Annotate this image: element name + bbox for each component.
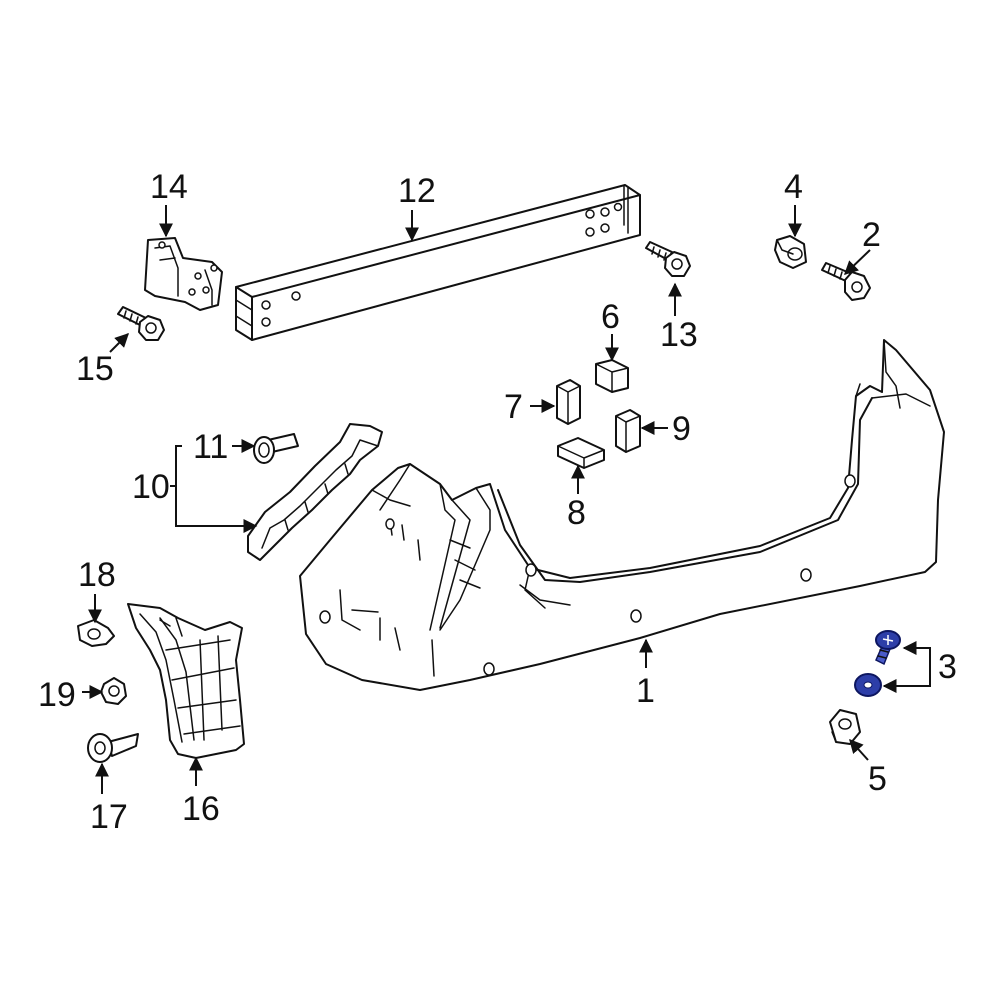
callout-1: 1: [636, 672, 655, 710]
callout-3: 3: [938, 648, 957, 686]
lower-reinforcement-16-part[interactable]: [127, 603, 245, 759]
bolt-15-part[interactable]: [117, 306, 165, 341]
callout-19: 19: [38, 676, 76, 714]
callout-2: 2: [862, 216, 881, 254]
clip-nut-5-part[interactable]: [829, 709, 861, 745]
pad-8-part[interactable]: [557, 437, 605, 469]
highlighted-screw-3-part[interactable]: [875, 630, 901, 666]
callout-labels: 1 2 3 4 5 6 7 8 9 10 11 12 13 14 15 16 1…: [38, 168, 957, 836]
screw-2-part[interactable]: [821, 262, 871, 301]
bumper-cover-part[interactable]: [299, 339, 945, 691]
push-pin-11-part[interactable]: [253, 433, 299, 464]
callout-6: 6: [601, 298, 620, 336]
side-retainer-10-part[interactable]: [247, 423, 383, 561]
callout-13: 13: [660, 316, 698, 354]
callout-12: 12: [398, 172, 436, 210]
pad-6-part[interactable]: [595, 359, 629, 393]
reinforcement-beam-part[interactable]: [235, 184, 641, 341]
callout-7: 7: [504, 388, 523, 426]
highlighted-washer-3-part[interactable]: [854, 673, 882, 697]
callout-8: 8: [567, 494, 586, 532]
clip-18-part[interactable]: [77, 619, 115, 647]
push-clip-17-part[interactable]: [87, 733, 139, 763]
bolt-13-part[interactable]: [645, 241, 691, 277]
callout-10: 10: [132, 468, 170, 506]
callout-16: 16: [182, 790, 220, 828]
nut-19-part[interactable]: [100, 677, 127, 705]
bumper-bracket-part[interactable]: [144, 237, 223, 311]
clip-nut-4-part[interactable]: [774, 235, 807, 269]
callout-9: 9: [672, 410, 691, 448]
leader-lines: [82, 205, 931, 794]
pad-9-part[interactable]: [615, 409, 641, 453]
pad-7-part[interactable]: [556, 379, 581, 425]
callout-15: 15: [76, 350, 114, 388]
callout-4: 4: [784, 168, 803, 206]
callout-14: 14: [150, 168, 188, 206]
callout-11: 11: [193, 428, 228, 466]
callout-17: 17: [90, 798, 128, 836]
callout-5: 5: [868, 760, 887, 798]
callout-18: 18: [78, 556, 116, 594]
